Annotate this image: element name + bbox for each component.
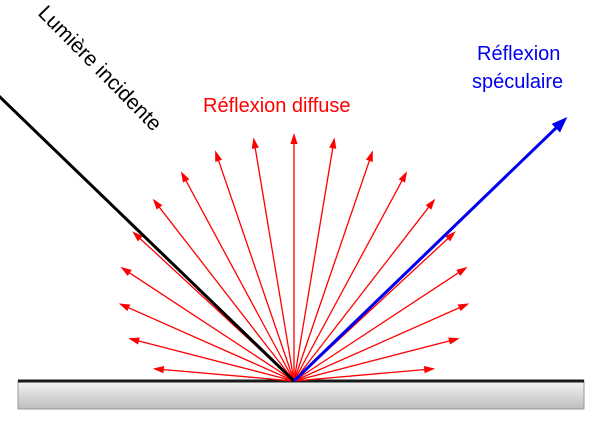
specular-label-line2: spéculaire (472, 71, 563, 93)
diffuse-ray-arrowhead (215, 150, 223, 163)
diffuse-ray (123, 268, 295, 382)
diffuse-ray-arrowhead (448, 337, 460, 345)
diffuse-ray-arrowhead (180, 171, 190, 183)
diffuse-ray-arrowhead (118, 303, 131, 312)
diffuse-ray-arrowhead (456, 266, 468, 276)
diffuse-ray-arrowhead (445, 231, 456, 242)
diffuse-ray-arrowhead (423, 366, 436, 374)
diffuse-ray-arrowhead (152, 366, 165, 374)
specular-ray (292, 122, 562, 383)
diffuse-ray-arrowhead (152, 198, 163, 210)
diffuse-ray (293, 338, 457, 382)
diffuse-ray-arrowhead (425, 198, 436, 210)
specular-label-line1: Réflexion (477, 43, 560, 65)
diffuse-ray-arrowhead (128, 337, 140, 345)
diffuse-ray-arrowhead (398, 171, 408, 183)
diffuse-rays (118, 133, 470, 382)
diffuse-ray (293, 174, 406, 382)
diffuse-ray (293, 368, 432, 382)
diffuse-ray (293, 268, 465, 382)
diffuse-ray (215, 154, 295, 382)
diffuse-ray-arrowhead (457, 303, 470, 312)
specular-arrowhead (551, 117, 568, 133)
diffuse-label: Réflexion diffuse (203, 95, 351, 117)
specular-ray-group (292, 117, 568, 383)
diffuse-ray (253, 141, 295, 382)
diffuse-ray (293, 201, 434, 382)
diffuse-ray-arrowhead (120, 266, 132, 276)
diffuse-ray-arrowhead (290, 133, 298, 144)
surface (17, 379, 585, 410)
diffuse-ray (156, 368, 295, 382)
diffuse-ray-arrowhead (329, 137, 337, 149)
diffuse-ray-arrowhead (365, 150, 373, 163)
diffuse-ray-arrowhead (132, 231, 143, 242)
surface-body (17, 380, 585, 410)
diffuse-ray (293, 154, 373, 382)
diffuse-ray (131, 338, 295, 382)
diffuse-ray (293, 304, 466, 382)
diffuse-ray (122, 304, 295, 382)
incident-ray (0, 95, 296, 383)
diffuse-ray (182, 174, 295, 382)
diffuse-ray-arrowhead (251, 137, 259, 149)
diffuse-ray (293, 141, 335, 382)
incident-label: Lumière incidente (33, 1, 166, 135)
diffuse-ray (154, 201, 295, 382)
